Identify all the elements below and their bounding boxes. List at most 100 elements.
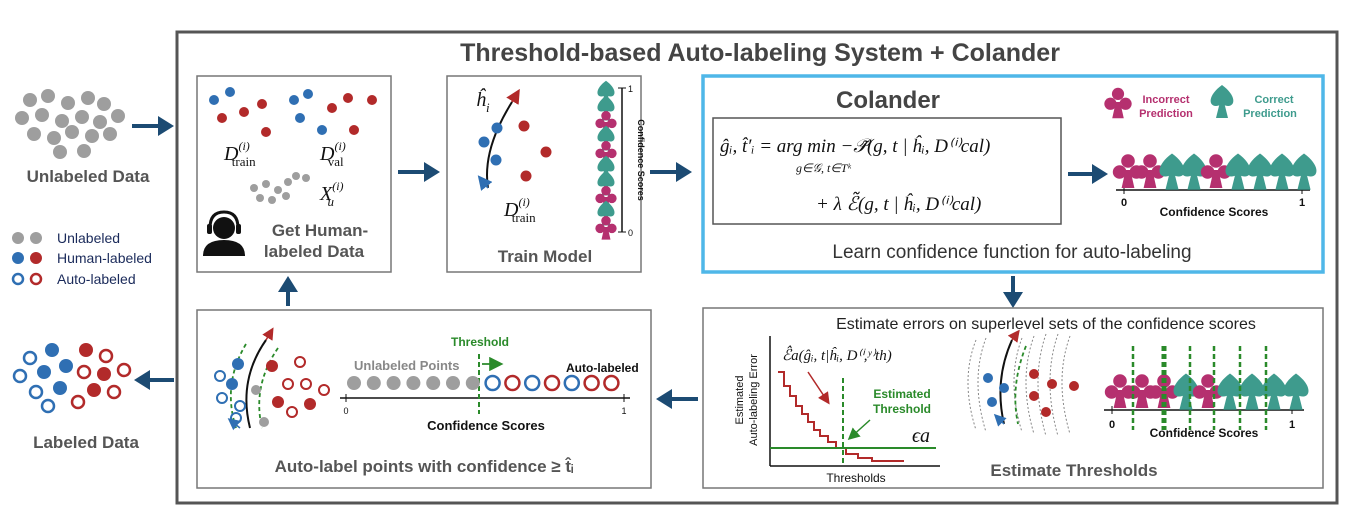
colander-tick0: 0 [1121,197,1127,209]
spade-icon [1217,373,1243,410]
est-threshold-2: Threshold [873,402,931,416]
spade-icon [1210,85,1234,118]
threshold-label: Threshold [451,335,509,349]
vertical-score-axis: 1 0 Confidence Scores [618,84,646,238]
train-tick-top: 1 [628,84,633,94]
auto-labeled-point [563,374,581,392]
labeled-data-cluster [12,343,132,414]
unlabeled-data-label: Unlabeled Data [27,167,150,186]
estimate-title: Estimate errors on superlevel sets of th… [836,316,1256,333]
arrow-auto-to-human [278,276,298,306]
estimate-thresholds-label: Estimate Thresholds [990,461,1157,480]
unlabeled-point [406,376,421,390]
arrow-train-to-colander [650,162,692,182]
auto-labeled-point [504,374,521,392]
legend-incorrect-2: Prediction [1139,108,1193,120]
x-u-math: X(i)u [319,179,344,209]
unlabeled-point [446,376,460,390]
superlevel-illustration [967,329,1079,437]
colander-title: Colander [836,87,940,114]
estimate-tick0: 0 [1109,419,1115,431]
objective-under: g∈𝒢, t∈Tᵏ [796,161,851,175]
spade-icon [1239,373,1265,410]
colander-legend: Incorrect Prediction Correct Prediction [1104,85,1297,120]
train-model-label: Train Model [498,247,592,266]
colander-caption: Learn confidence function for auto-label… [832,242,1191,263]
arrow-unlabeled-to-system [132,116,174,136]
epsilon-label: ϵa [912,425,930,447]
auto-tick1: 1 [621,406,626,416]
auto-label-caption: Auto-label points with confidence ≥ t̂ᵢ [275,457,574,476]
human-label-line2: labeled Data [264,242,365,261]
spade-icon [1181,153,1207,190]
arrow-human-to-train [398,162,440,182]
unlabeled-point [386,376,401,390]
threshold-pointer [847,419,871,441]
human-box-points [209,87,377,204]
legend-auto-labeled: Auto-labeled [57,271,136,287]
ylabel-line2: Auto-labeling Error [748,354,760,446]
colander-score-markers [1112,153,1317,190]
club-icon [595,215,617,240]
unlabeled-point [366,376,381,390]
auto-labeled-point [603,374,620,392]
estimate-axis-label: Confidence Scores [1150,426,1259,440]
est-threshold-1: Estimated [873,387,930,401]
unlabeled-points-label: Unlabeled Points [354,358,459,373]
spade-icon [1291,153,1317,190]
auto-labeled-point [543,374,561,392]
error-step-curve [778,371,904,462]
objective-box [712,117,1062,225]
arrow-colander-to-estimate [1003,276,1023,308]
left-legend: Unlabeled Human-labeled Auto-labeled [11,230,152,287]
formula-pointer [807,371,830,405]
boundary-arrow-up [506,88,520,105]
error-plot: Estimated Auto-labeling Error ℰ̂a(ĝᵢ, t|… [734,336,940,485]
colander-tick1: 1 [1299,197,1305,209]
h-hat-math: ĥi [476,87,490,115]
arrow-objective-to-scores [1068,164,1108,184]
unlabeled-point [347,376,361,390]
boundary-arrow-down [477,175,493,191]
d-val-math: D(i)val [319,139,346,169]
spade-icon [1159,153,1185,190]
objective-line2: + λ ℰ̃(g, t | ĥᵢ, D⁽ⁱ⁾cal) [816,192,981,215]
auto-label-illustration [214,327,330,431]
human-label-line1: Get Human- [272,221,368,240]
estimate-score-axis: 0 1 Confidence Scores [1104,406,1304,440]
unlabeled-data-cluster [15,89,125,159]
arrow-estimate-to-auto [656,389,698,409]
spade-icon [1261,373,1287,410]
threshold-candidates [1131,346,1268,430]
d-train-math: D(i)train [223,139,256,169]
labeled-data-label: Labeled Data [33,433,139,452]
auto-labeled-point [484,374,501,392]
page-title: Threshold-based Auto-labeling System + C… [460,39,1060,67]
spade-icon [1225,153,1251,190]
objective-line1: ĝᵢ, t̂′ᵢ = arg min −𝒫̃(g, t | ĥᵢ, D⁽ⁱ⁾ca… [720,135,990,157]
ylabel-line1: Estimated [734,376,746,425]
spade-icon [1247,153,1273,190]
estimate-score-markers [1104,373,1309,410]
auto-labeled-point [523,374,541,392]
person-headset-icon [203,210,245,256]
legend-incorrect-1: Incorrect [1142,94,1189,106]
train-tick-bottom: 0 [628,228,633,238]
arrow-system-to-labeled [134,370,174,390]
spade-icon [1269,153,1295,190]
legend-correct-1: Correct [1254,94,1293,106]
thresholds-xlabel: Thresholds [826,471,885,485]
auto-tick0: 0 [343,406,348,416]
unlabeled-point [465,376,480,390]
colander-axis-label: Confidence Scores [1160,205,1269,219]
auto-score-axis: 0 1 Confidence Scores [340,394,630,433]
auto-labeled-point [583,374,600,392]
train-score-markers [595,80,617,240]
d-train-math-2: D(i)train [503,195,536,225]
train-axis-label: Confidence Scores [636,119,646,201]
auto-score-markers [347,374,620,392]
legend-human-labeled: Human-labeled [57,250,152,266]
spade-icon [1283,373,1309,410]
estimate-tick1: 1 [1289,419,1295,431]
unlabeled-point [426,376,441,390]
